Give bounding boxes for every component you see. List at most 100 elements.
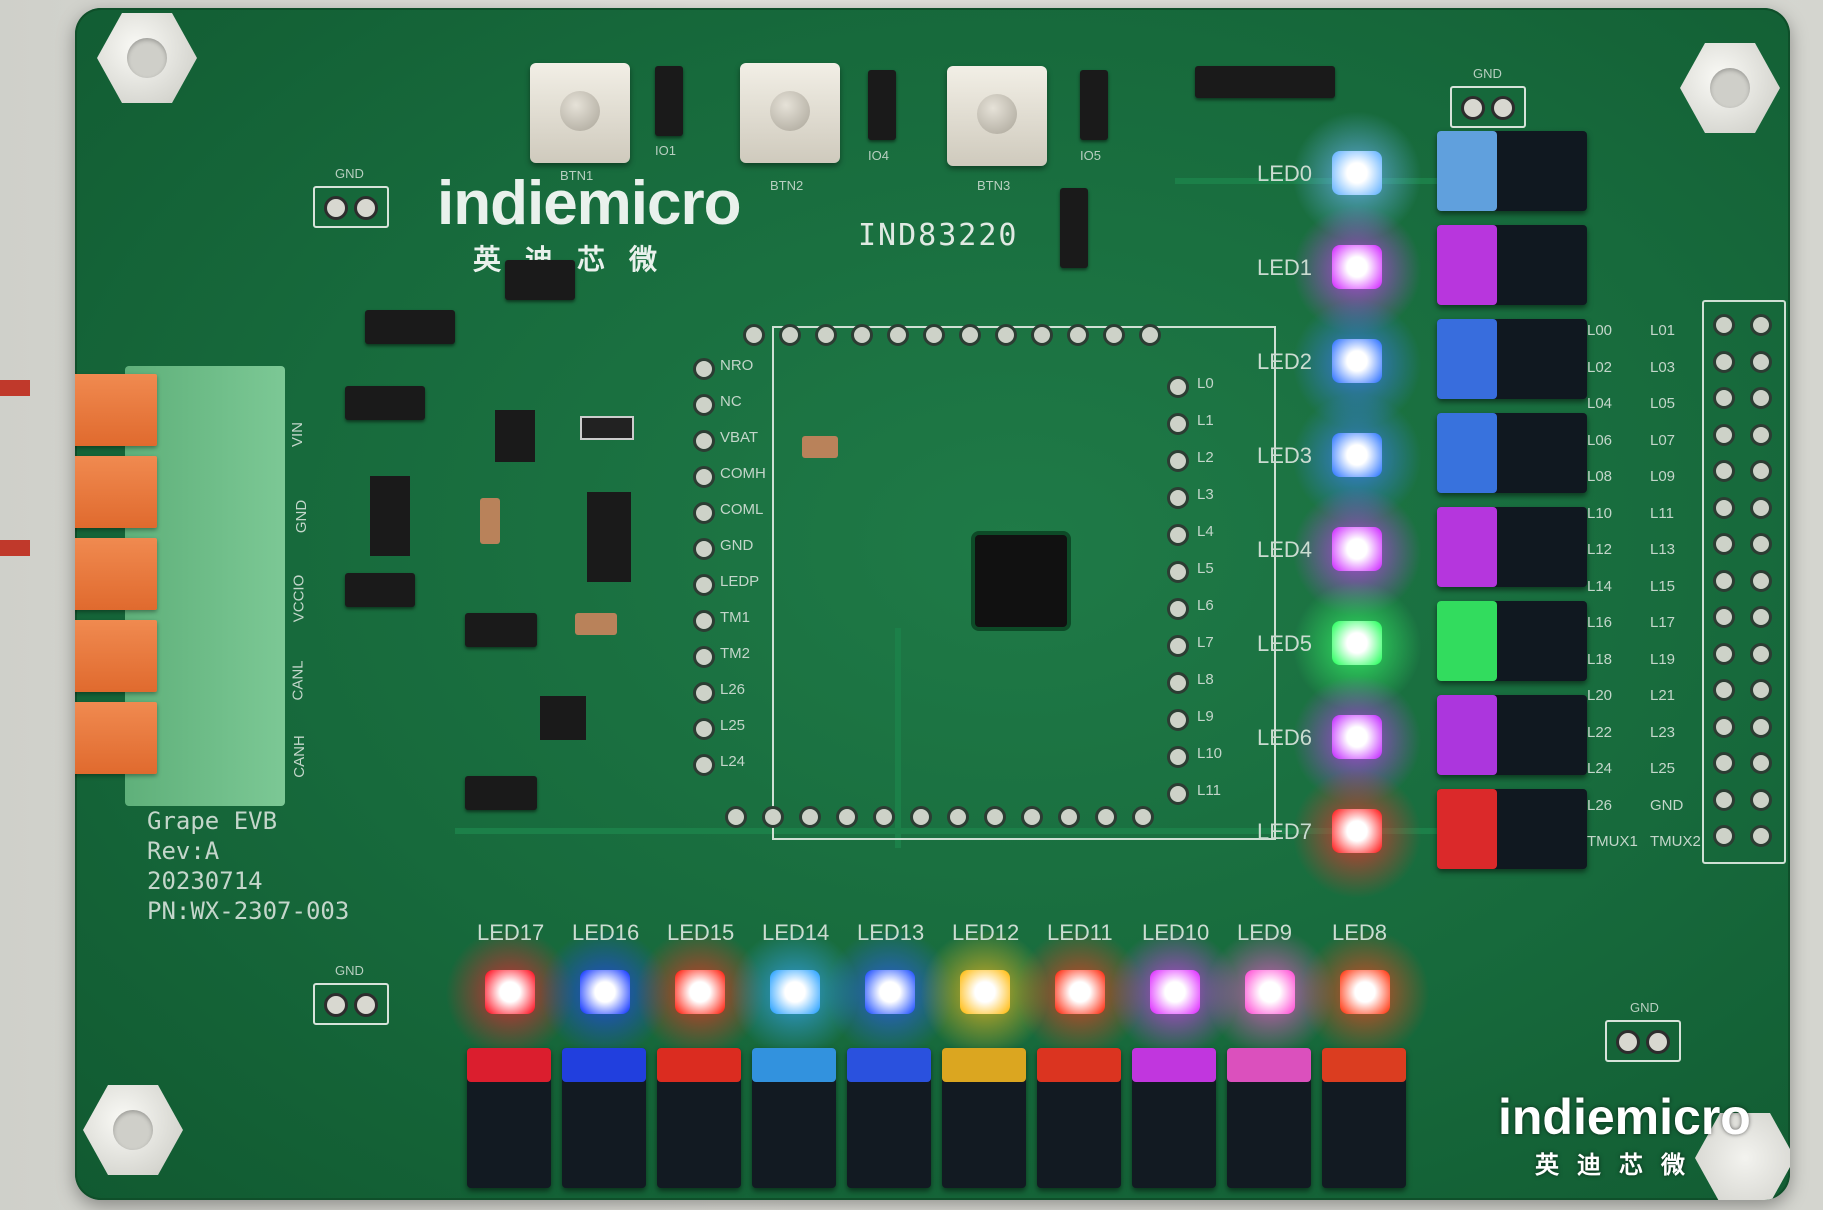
push-button-btn1[interactable]: [530, 63, 630, 163]
button-label: BTN1: [560, 168, 594, 183]
jumper-io1[interactable]: [655, 66, 683, 136]
jumper-tint: [752, 1048, 836, 1082]
module-pin-label: L8: [1197, 671, 1214, 688]
header-pin-hole: [1713, 350, 1735, 373]
module-pin-label: L6: [1197, 597, 1214, 614]
led-jumper-header[interactable]: [1437, 695, 1587, 775]
led-label: LED1: [1257, 255, 1313, 280]
led-jumper-header[interactable]: [1437, 131, 1587, 211]
header-pin-hole: [1750, 606, 1772, 628]
watermark-logo-cn: 英迪芯微: [1535, 1152, 1703, 1179]
led-jumper-header[interactable]: [1322, 1048, 1406, 1188]
header-pin-label: L15: [1650, 577, 1676, 595]
led-right-2: [1332, 339, 1382, 383]
led-jumper-header[interactable]: [847, 1048, 931, 1188]
gnd-label-4: GND: [1473, 66, 1502, 81]
led-bottom-0: [485, 970, 535, 1014]
module-pin-label: COMH: [720, 465, 766, 482]
header-pin-hole: [1750, 460, 1772, 482]
module-pin-hole: [1167, 450, 1189, 472]
led-bottom-8: [1245, 970, 1295, 1014]
jumper-tint: [847, 1048, 931, 1082]
module-bottom-hole: [725, 806, 747, 828]
terminal-lever-gnd[interactable]: [75, 456, 157, 528]
led-jumper-header[interactable]: [1437, 319, 1587, 399]
module-pin-hole: [1167, 672, 1189, 694]
header-pin-label: L25: [1650, 760, 1676, 777]
header-pin-hole: [1713, 642, 1735, 665]
led-jumper-header[interactable]: [942, 1048, 1026, 1188]
push-button-btn3[interactable]: [947, 66, 1047, 166]
module-pin-label: VBAT: [720, 429, 759, 446]
component-q1: [495, 410, 535, 462]
terminal-lever-vccio[interactable]: [75, 538, 157, 610]
module-bottom-hole: [1095, 806, 1117, 828]
led-jumper-header[interactable]: [562, 1048, 646, 1188]
terminal-lever-canl[interactable]: [75, 620, 157, 692]
led-jumper-header[interactable]: [1437, 225, 1587, 305]
led-bottom-6: [1055, 970, 1105, 1014]
led-jumper-header[interactable]: [1437, 507, 1587, 587]
module-pin-hole: [1167, 524, 1189, 546]
header-pin-label: L00: [1587, 322, 1613, 339]
led-jumper-header[interactable]: [1227, 1048, 1311, 1188]
led-label: LED0: [1257, 161, 1313, 186]
jumper-vccio[interactable]: [345, 573, 415, 607]
jumper-coml[interactable]: [465, 613, 537, 647]
led-jumper-header[interactable]: [752, 1048, 836, 1188]
terminal-lever-vin[interactable]: [75, 374, 157, 446]
led-label: LED2: [1257, 349, 1313, 374]
push-button-btn2[interactable]: [740, 63, 840, 163]
jumper-tint: [1132, 1048, 1216, 1082]
header-pin-label: L18: [1587, 650, 1613, 668]
jumper-comh[interactable]: [465, 776, 537, 810]
module-pin-label: L5: [1197, 560, 1214, 577]
module-pin-label: L10: [1197, 745, 1223, 762]
header-pin-label: TMUX2: [1650, 833, 1701, 850]
module-top-hole: [1139, 324, 1161, 346]
module-top-hole: [995, 324, 1017, 346]
led-bottom-9: [1340, 970, 1390, 1014]
led-jumper-header[interactable]: [1437, 413, 1587, 493]
pcb-board: indiemicro 英迪芯微 IND83220 GND GND GND GND…: [75, 8, 1790, 1200]
module-top-hole: [851, 324, 873, 346]
led-jumper-header[interactable]: [657, 1048, 741, 1188]
module-pin-hole: [693, 430, 715, 452]
led-bottom-4: [865, 970, 915, 1014]
module-top-hole: [959, 324, 981, 346]
led-jumper-header[interactable]: [1437, 789, 1587, 869]
jumper-io5[interactable]: [1080, 70, 1108, 140]
module-pin-label: L25: [720, 717, 746, 734]
module-bottom-hole: [1058, 806, 1080, 828]
jumper-cedge[interactable]: [505, 260, 575, 300]
terminal-label-vccio: VCCIO: [290, 574, 308, 623]
jumper-io4[interactable]: [868, 70, 896, 140]
led-jumper-header[interactable]: [1132, 1048, 1216, 1188]
terminal-lever-canh[interactable]: [75, 702, 157, 774]
module-pin-label: COML: [720, 501, 764, 518]
module-pin-hole: [693, 358, 715, 380]
module-pin-hole: [693, 754, 715, 776]
terminal-block: [75, 366, 285, 806]
header-pin-hole: [1750, 715, 1772, 738]
jumper-led19[interactable]: [1060, 188, 1088, 268]
led-jumper-header[interactable]: [1037, 1048, 1121, 1188]
header-pin-label: L05: [1650, 395, 1676, 412]
jumper-ds1[interactable]: [365, 310, 455, 344]
module-pin-hole: [693, 610, 715, 632]
module-pin-hole: [693, 682, 715, 704]
jumper-tint: [1437, 789, 1497, 869]
jumper-ds2[interactable]: [345, 386, 425, 420]
module-pin-hole: [1167, 783, 1189, 805]
terminal-label-canh: CANH: [290, 735, 308, 778]
header-pin-hole: [1713, 460, 1735, 482]
io-label: IO1: [655, 143, 676, 158]
io-label: IO5: [1080, 148, 1101, 163]
header-top-right[interactable]: [1195, 66, 1335, 98]
led-jumper-header[interactable]: [1437, 601, 1587, 681]
header-pin-hole: [1713, 533, 1735, 555]
header-pin-label: L09: [1650, 468, 1676, 485]
led-label: LED5: [1257, 631, 1313, 656]
led-jumper-header[interactable]: [467, 1048, 551, 1188]
